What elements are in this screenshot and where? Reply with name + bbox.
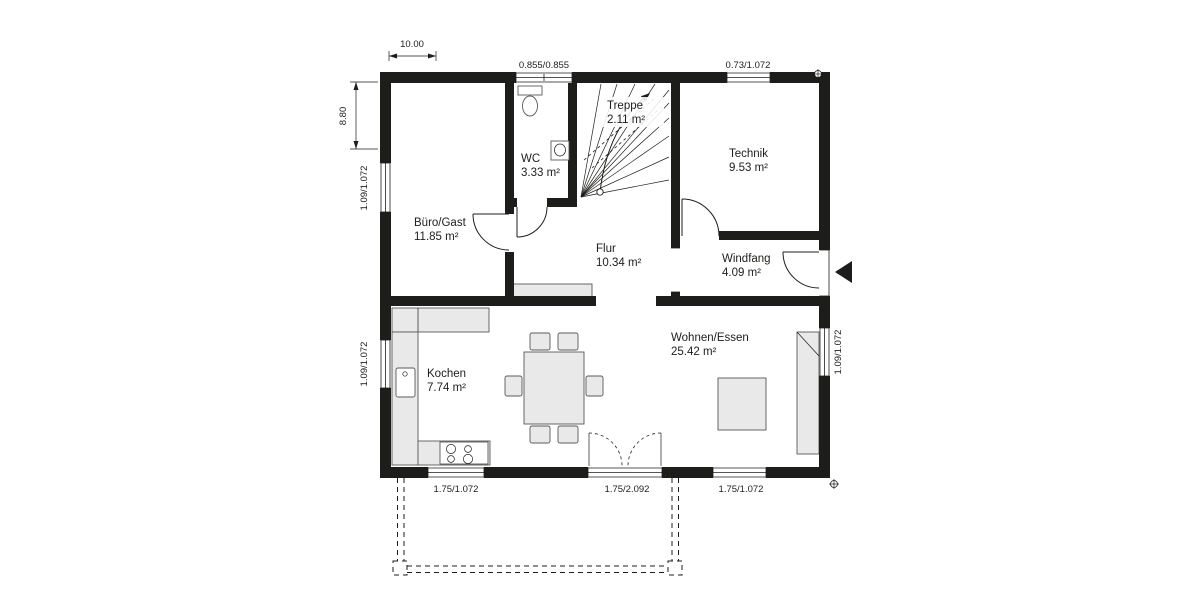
dining-set <box>504 332 604 444</box>
dim-overall-width: 10.00 <box>400 39 424 50</box>
doors <box>472 198 820 467</box>
room-label-windfang-area: 4.09 m² <box>722 267 761 279</box>
room-label-kochen-name: Kochen <box>427 368 466 380</box>
window-left-upper <box>380 162 391 213</box>
room-label-windfang-name: Windfang <box>722 253 771 265</box>
room-label-technik-area: 9.53 m² <box>729 162 768 174</box>
room-label-wohnen-area: 25.42 m² <box>671 346 717 358</box>
room-label-treppe-name: Treppe <box>607 100 643 112</box>
dining-table <box>523 351 585 425</box>
windows <box>380 72 830 478</box>
room-label-wc-name: WC <box>521 153 540 165</box>
living-furniture <box>717 331 820 455</box>
terrace-post <box>392 560 408 576</box>
dim-window-bottom-right: 1.75/1.072 <box>719 484 764 495</box>
dim-window-left-lower: 1.09/1.072 <box>359 342 370 387</box>
room-label-buero-name: Büro/Gast <box>414 217 467 229</box>
kitchen-sink <box>395 367 416 398</box>
room-label-buero-area: 11.85 m² <box>414 231 459 243</box>
walls <box>380 72 830 478</box>
dim-window-left-upper: 1.09/1.072 <box>359 166 370 211</box>
door-terrace <box>588 432 662 467</box>
dim-window-right: 1.09/1.072 <box>833 330 844 375</box>
terrace-post <box>667 560 683 576</box>
room-label-wohnen-name: Wohnen/Essen <box>671 332 749 344</box>
door-entrance <box>782 251 820 289</box>
dim-overall-depth: 8.80 <box>338 107 349 126</box>
entrance-arrow-icon <box>835 261 852 283</box>
window-top-technik <box>726 72 771 83</box>
door-technik <box>681 198 720 237</box>
wc-sink <box>550 140 570 161</box>
terrace-door-opening <box>587 467 663 478</box>
survey-markers <box>813 69 839 489</box>
room-label-kochen-area: 7.74 m² <box>427 382 466 394</box>
wc-fixtures <box>517 85 570 161</box>
room-label-wc-area: 3.33 m² <box>521 167 560 179</box>
dimension-annotations: 10.00 8.80 0.855/0.855 0.73/1.072 1.09/1… <box>338 39 844 495</box>
window-bottom-left <box>427 467 485 478</box>
room-label-flur-name: Flur <box>596 243 616 255</box>
hall-sideboard <box>506 283 593 298</box>
kitchen-furniture <box>391 307 491 466</box>
toilet-cistern <box>517 85 543 96</box>
door-wc <box>516 206 548 238</box>
window-right <box>819 327 830 377</box>
dim-window-bottom-left: 1.75/1.072 <box>434 484 479 495</box>
dim-door-bottom-middle: 1.75/2.092 <box>605 484 650 495</box>
stove-burners <box>439 441 489 465</box>
room-label-treppe-area: 2.11 m² <box>607 114 645 126</box>
window-top-wc <box>515 72 573 83</box>
door-buero <box>472 213 510 251</box>
terrace-outline <box>392 478 683 576</box>
room-labels: Büro/Gast 11.85 m² WC 3.33 m² Treppe 2.1… <box>414 97 771 394</box>
entrance-opening <box>819 249 830 297</box>
room-label-technik-name: Technik <box>729 148 768 160</box>
window-left-lower <box>380 339 391 389</box>
room-label-flur-area: 10.34 m² <box>596 257 642 269</box>
window-bottom-right <box>712 467 767 478</box>
toilet-bowl <box>522 95 538 117</box>
dim-window-top-technik: 0.73/1.072 <box>726 60 771 71</box>
dim-window-top-wc: 0.855/0.855 <box>519 60 569 71</box>
